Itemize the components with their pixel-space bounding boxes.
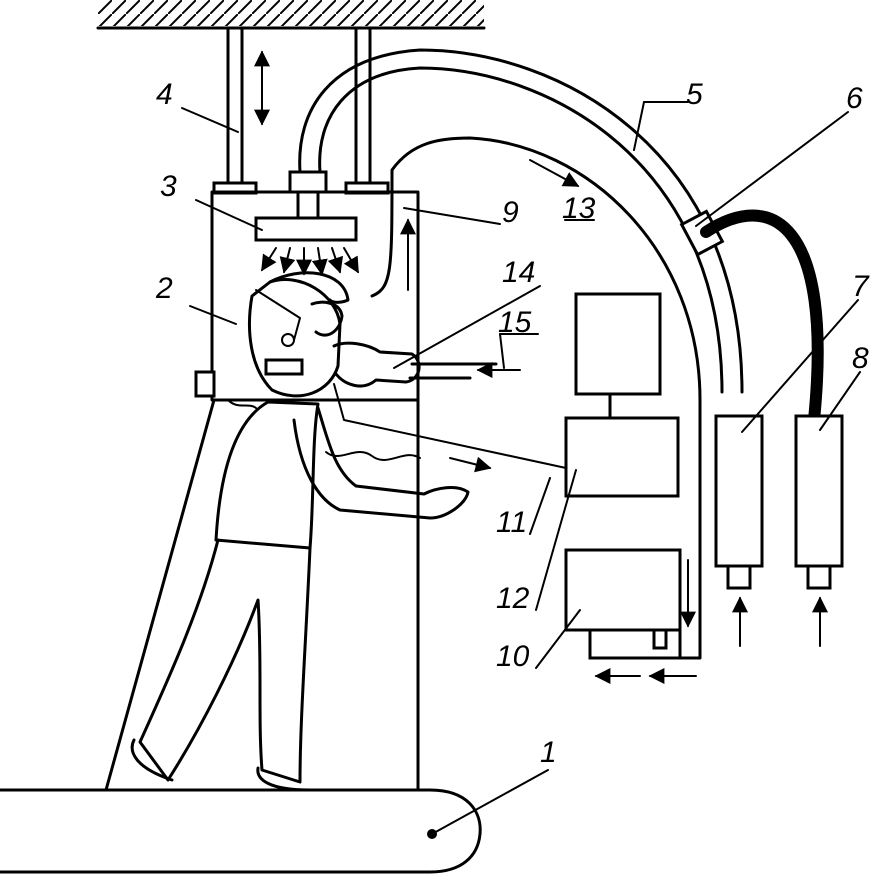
air-distributor — [254, 216, 358, 242]
instrument-block-13 — [574, 292, 662, 420]
label-6: 6 — [846, 82, 863, 115]
distributor-airflow-arrows — [261, 247, 359, 276]
source-unit-7 — [714, 414, 764, 647]
signal-line — [333, 383, 567, 469]
source-unit-8 — [794, 414, 844, 647]
labels: 1 2 3 4 5 6 7 8 9 10 11 12 13 14 15 — [155, 78, 870, 769]
label-9: 9 — [502, 196, 519, 229]
support-frame — [104, 398, 421, 792]
label-3: 3 — [160, 170, 177, 203]
exhaust-duct — [370, 136, 702, 684]
label-14: 14 — [502, 256, 535, 289]
instrument-block-12 — [564, 416, 680, 498]
test-subject — [130, 271, 470, 792]
label-13: 13 — [562, 192, 596, 225]
label-8: 8 — [852, 342, 869, 375]
label-2: 2 — [155, 272, 173, 305]
label-5: 5 — [686, 78, 703, 111]
mouthpiece — [332, 341, 521, 388]
instrument-block-10 — [564, 548, 682, 660]
label-15: 15 — [498, 306, 532, 339]
chamber-side-block — [194, 370, 216, 398]
treadmill — [0, 788, 482, 874]
label-7: 7 — [852, 270, 870, 303]
label-12: 12 — [496, 582, 530, 615]
label-1: 1 — [540, 736, 557, 769]
label-4: 4 — [156, 78, 173, 111]
label-10: 10 — [496, 640, 530, 673]
ceiling — [96, 0, 486, 30]
leader-lines — [181, 101, 861, 835]
label-11: 11 — [496, 506, 527, 539]
suspension-rods — [212, 26, 390, 195]
hose-connector — [679, 209, 824, 426]
signal-arrow — [449, 456, 492, 473]
